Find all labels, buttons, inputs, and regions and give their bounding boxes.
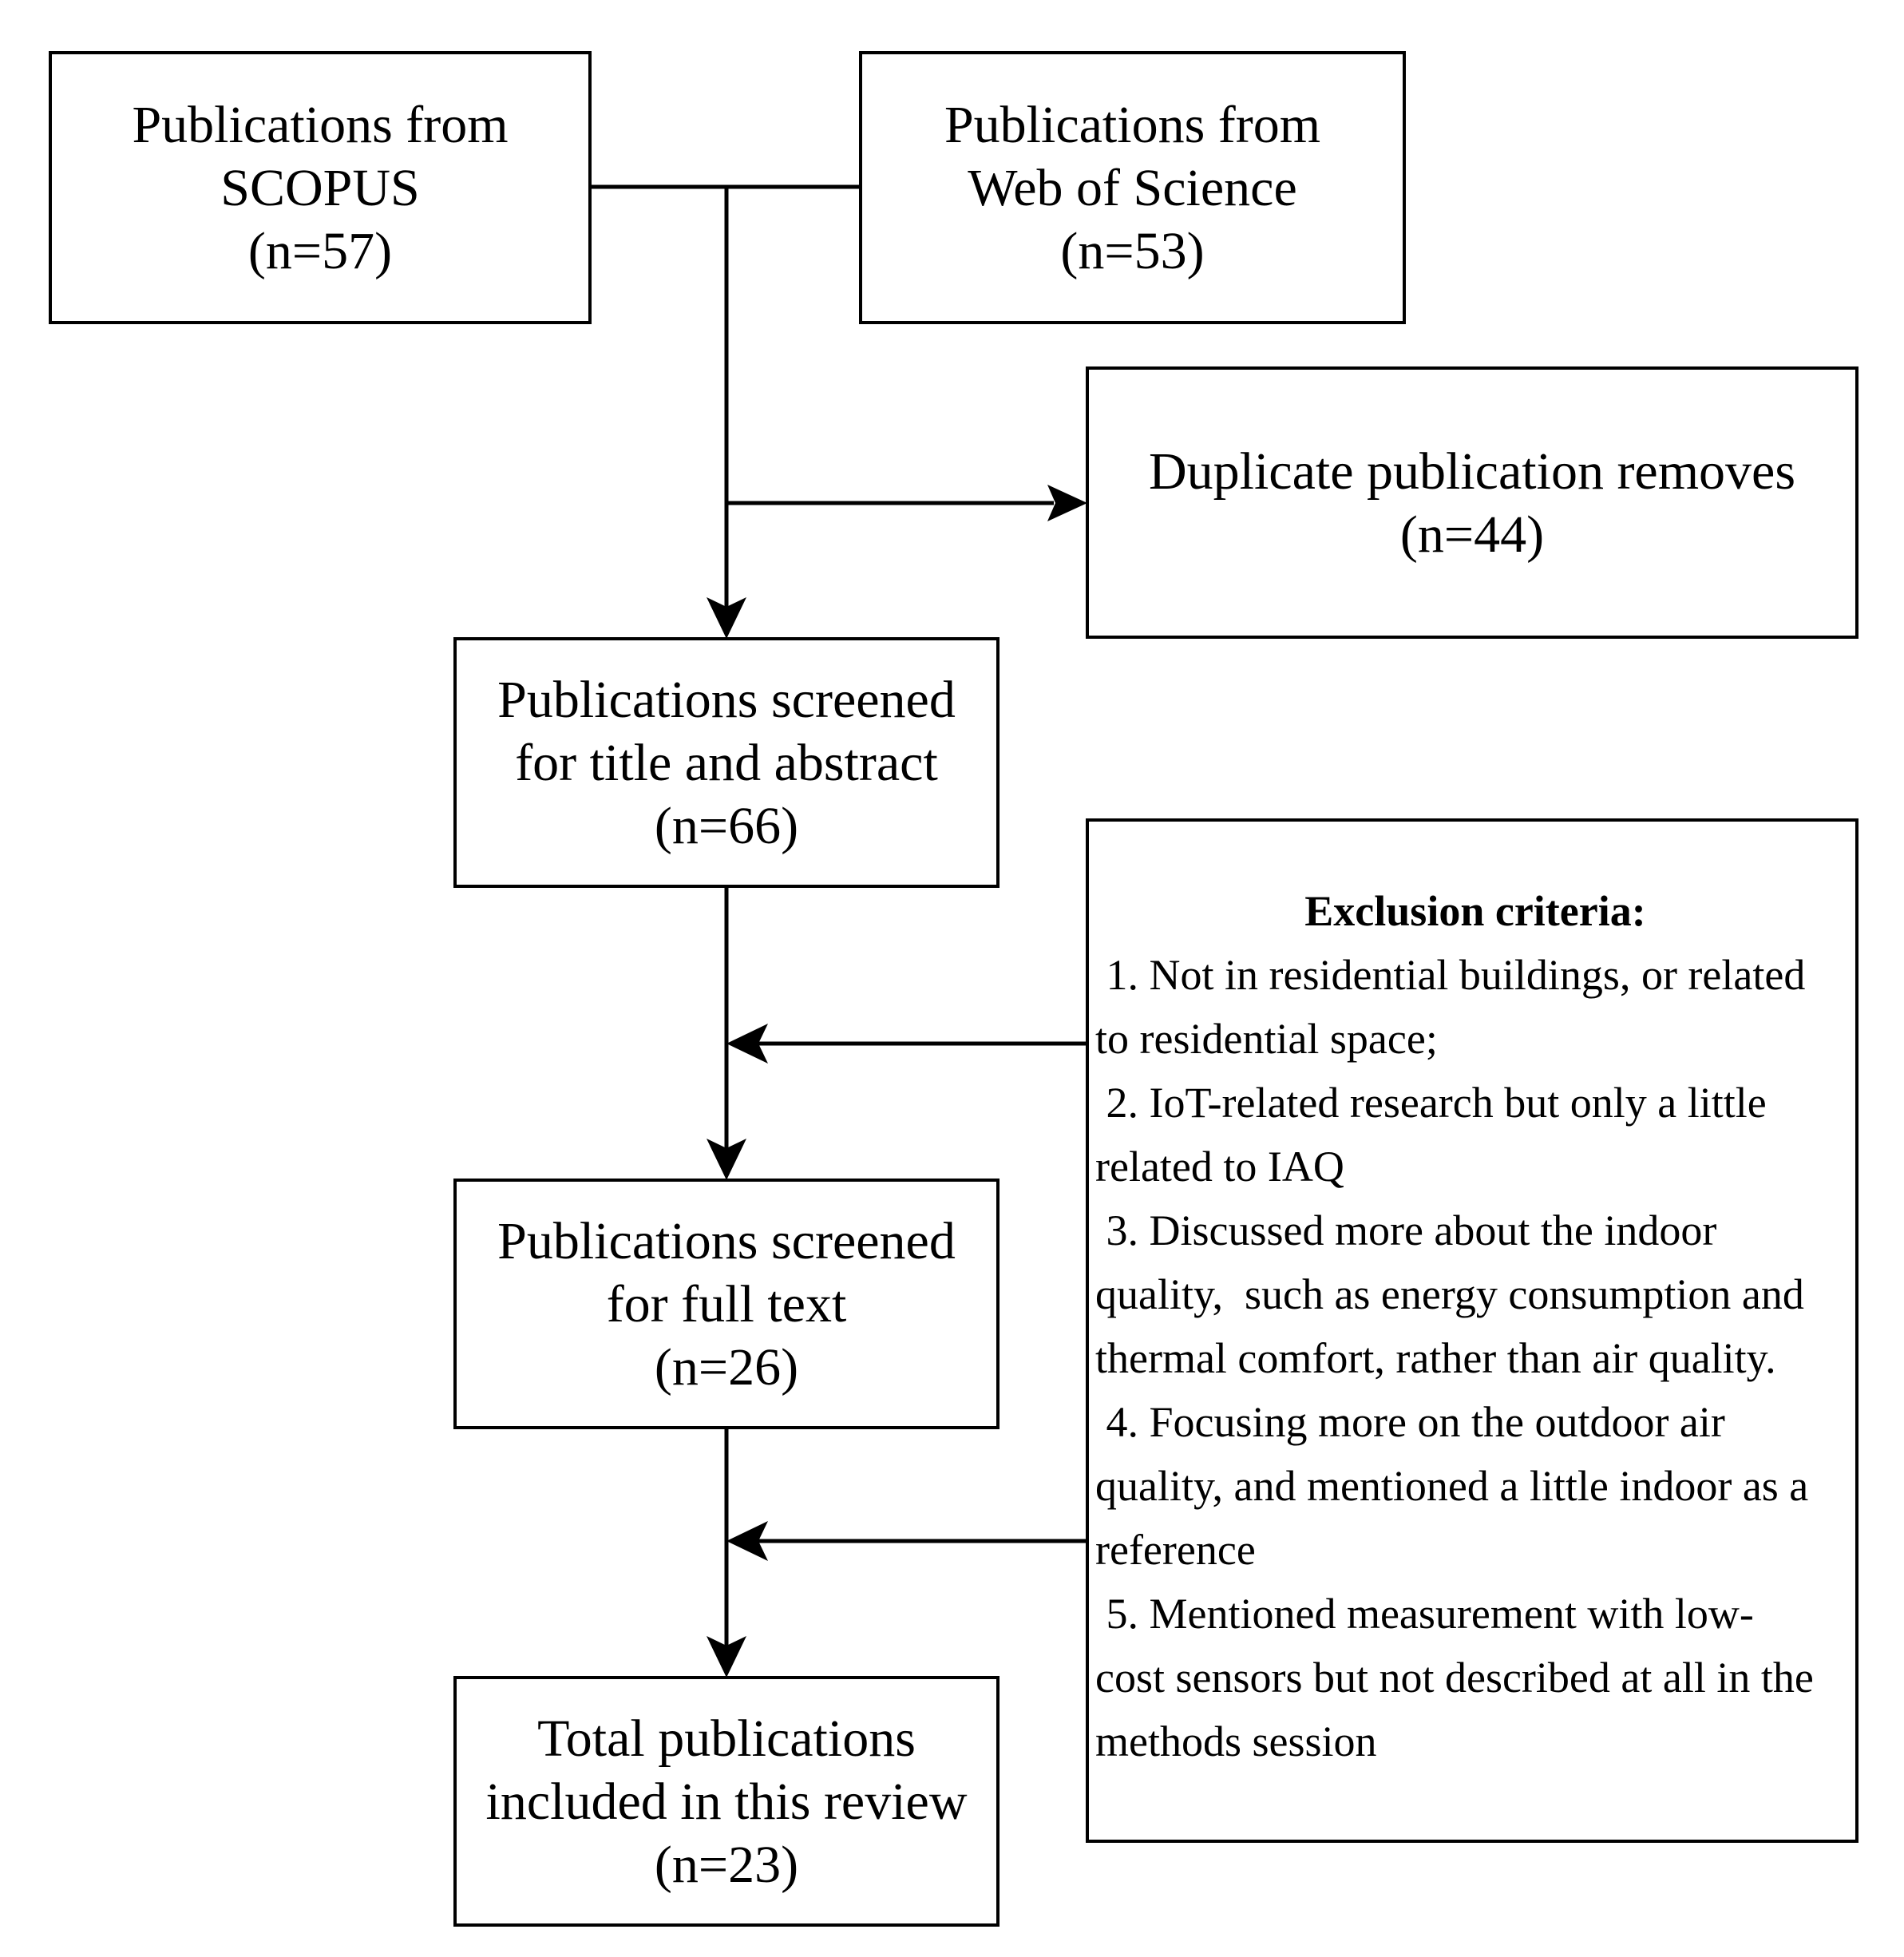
box-line: Publications from [944,95,1321,154]
exclusion-line: 5. Mentioned measurement with low- [1095,1590,1754,1638]
arrowhead-link-1 [726,1024,768,1064]
exclusion-line: quality, such as energy consumption and [1095,1270,1804,1318]
box-line: (n=66) [654,796,799,855]
box-line: included in this review [485,1772,968,1831]
exclusion-line: thermal comfort, rather than air quality… [1095,1334,1776,1382]
box-screened-title-abstract: Publications screened for title and abst… [453,637,1000,888]
exclusion-line: 2. IoT-related research but only a littl… [1095,1079,1767,1127]
arrowhead-screened-title [707,597,746,639]
box-line: Publications screened [497,670,956,729]
box-total-included: Total publications included in this revi… [453,1676,1000,1927]
box-screened-full-text: Publications screened for full text (n=2… [453,1179,1000,1429]
exclusion-line: cost sensors but not described at all in… [1095,1654,1814,1701]
arrowhead-total [707,1636,746,1678]
box-line: Duplicate publication removes [1148,442,1796,501]
box-line: Web of Science [968,158,1297,217]
box-line: Total publications [537,1709,916,1768]
box-line: for full text [606,1274,847,1333]
exclusion-line: reference [1095,1526,1256,1574]
box-line: Publications from [132,95,509,154]
arrowhead-link-2 [726,1521,768,1561]
arrowhead-screened-full [707,1139,746,1180]
box-line: (n=44) [1399,505,1545,564]
box-line: (n=26) [654,1337,799,1396]
box-scopus: Publications from SCOPUS (n=57) [49,51,592,324]
box-line: SCOPUS [220,158,420,217]
box-web-of-science: Publications from Web of Science (n=53) [859,51,1406,324]
exclusion-line: related to IAQ [1095,1143,1344,1190]
box-exclusion-criteria: Exclusion criteria: 1. Not in residentia… [1086,818,1858,1843]
exclusion-line: quality, and mentioned a little indoor a… [1095,1462,1809,1510]
exclusion-line: to residential space; [1095,1015,1438,1063]
exclusion-title: Exclusion criteria: [1304,887,1646,935]
box-duplicates-removed: Duplicate publication removes (n=44) [1086,366,1858,639]
box-line: Publications screened [497,1211,956,1270]
exclusion-line: methods session [1095,1717,1377,1765]
exclusion-line: 3. Discussed more about the indoor [1095,1206,1717,1254]
box-line: for title and abstract [515,733,938,792]
box-line: (n=23) [654,1835,799,1894]
arrowhead-duplicates [1047,485,1087,521]
box-line: (n=53) [1060,221,1205,280]
exclusion-line: 4. Focusing more on the outdoor air [1095,1398,1725,1446]
exclusion-line: 1. Not in residential buildings, or rela… [1095,951,1806,999]
box-line: (n=57) [247,221,393,280]
